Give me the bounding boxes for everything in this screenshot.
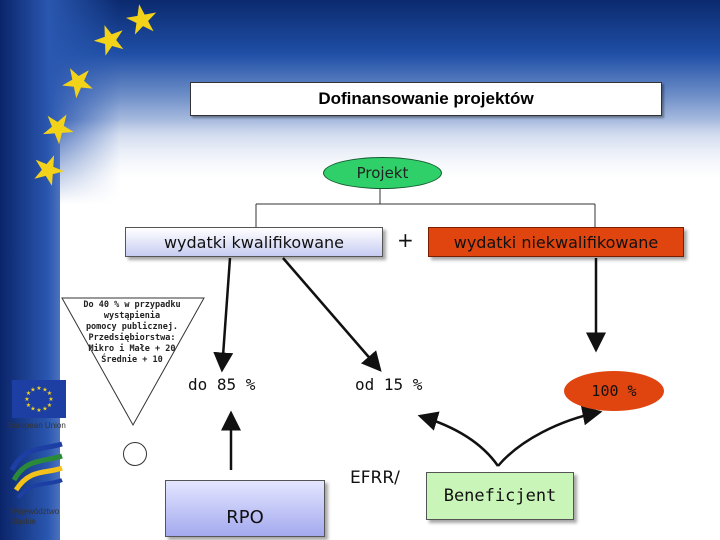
triangle-note: Do 40 % w przypadku wystąpienia pomocy p… [62, 300, 202, 366]
triangle-note-line: Przedsiębiorstwa: [88, 333, 176, 343]
node-projekt: Projekt [323, 157, 442, 189]
label-efrr: EFRR/ [350, 468, 400, 488]
svg-text:★: ★ [42, 406, 47, 413]
svg-text:★: ★ [48, 396, 53, 403]
triangle-note-line: Mikro i Małe + 20 [88, 344, 176, 354]
plus-sign: + [397, 228, 414, 252]
eu-label: European Union [8, 421, 66, 430]
svg-text:★: ★ [30, 387, 35, 394]
triangle-note-line: Średnie + 10 [101, 355, 163, 365]
label-do-85: do 85 % [188, 375, 256, 394]
svg-text:★: ★ [36, 407, 41, 414]
node-wydatki-kwalifikowane: wydatki kwalifikowane [125, 227, 383, 257]
triangle-note-line: wystąpienia [103, 311, 161, 321]
node-rpo: RPO [165, 480, 325, 537]
label-od-15: od 15 % [355, 375, 423, 394]
node-100-percent: 100 % [564, 371, 664, 411]
svg-text:★: ★ [26, 402, 31, 409]
woj-label: Województwo Śląskie [10, 507, 59, 527]
diagram-title: Dofinansowanie projektów [190, 82, 662, 116]
wojewodztwo-slaskie-logo [9, 441, 63, 500]
svg-text:★: ★ [36, 385, 41, 392]
node-beneficjent: Beneficjent [426, 472, 574, 520]
woj-label-line1: Województwo [10, 507, 60, 516]
small-circle-node [123, 442, 147, 466]
triangle-note-line: Do 40 % w przypadku [83, 300, 181, 310]
svg-text:★: ★ [26, 390, 31, 397]
woj-label-line2: Śląskie [10, 517, 36, 526]
svg-text:★: ★ [47, 402, 52, 409]
svg-text:★: ★ [47, 390, 52, 397]
svg-text:★: ★ [24, 396, 29, 403]
svg-text:★: ★ [42, 387, 47, 394]
svg-text:★: ★ [30, 406, 35, 413]
triangle-note-line: pomocy publicznej. [85, 322, 179, 332]
node-wydatki-niekwalifikowane: wydatki niekwalifikowane [428, 227, 684, 257]
eu-flag-logo: ★ ★ ★ ★ ★ ★ ★ ★ ★ ★ ★ ★ [12, 380, 66, 418]
